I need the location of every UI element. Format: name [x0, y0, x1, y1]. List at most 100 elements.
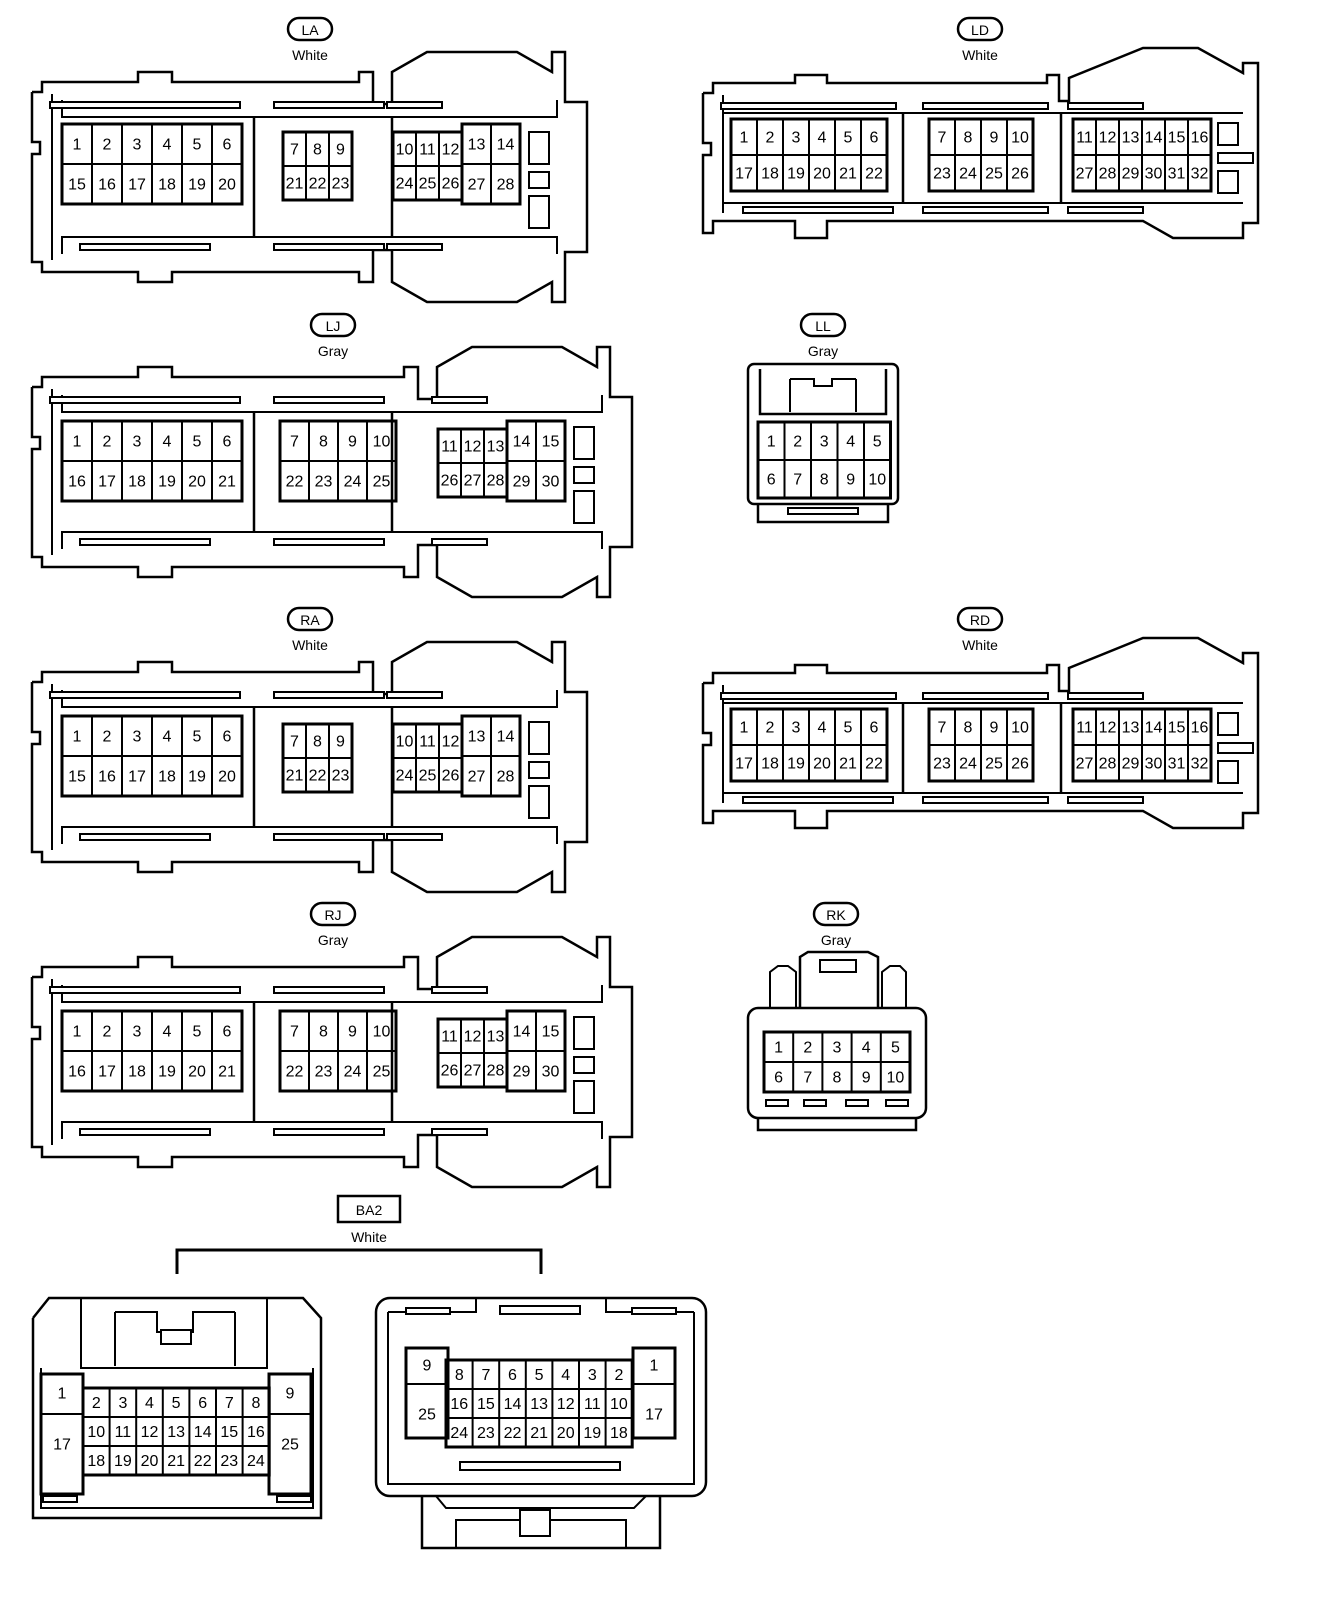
top-rail: [273, 396, 385, 404]
pin-label: 3: [133, 1024, 142, 1041]
pin-label: 13: [1122, 130, 1140, 147]
pin-label: 29: [513, 474, 531, 491]
pin-label: 24: [396, 768, 414, 785]
pin-label: 8: [313, 142, 322, 159]
pin-label: 4: [846, 434, 855, 451]
pin-label: 14: [497, 729, 515, 746]
pin-label: 4: [163, 434, 172, 451]
latch-slot: [573, 1056, 595, 1074]
bottom-rail: [276, 1495, 312, 1503]
top-rail: [1067, 692, 1144, 700]
pin-label: 6: [774, 1070, 783, 1087]
connector-id-badge: [799, 312, 847, 338]
pin-label: 12: [557, 1396, 575, 1413]
latch-slot: [1217, 712, 1239, 736]
pin-label: 6: [223, 137, 232, 154]
pin-label: 9: [348, 434, 357, 451]
pin-label: 5: [535, 1367, 544, 1384]
pin-label: 25: [419, 768, 437, 785]
pin-label: 20: [188, 1064, 206, 1081]
pin-label: 19: [787, 756, 805, 773]
pin-label: 10: [610, 1396, 628, 1413]
pin-label: 10: [868, 472, 886, 489]
pin-label: 2: [103, 1024, 112, 1041]
pin-label: 12: [442, 734, 460, 751]
latch-slot: [528, 721, 550, 755]
pin-block-frame: [81, 1386, 271, 1477]
latch-slot: [528, 171, 550, 189]
top-rail: [631, 1307, 677, 1315]
ba2-bracket: [175, 1248, 543, 1274]
bottom-rail: [742, 796, 894, 804]
pin-label: 17: [53, 1437, 71, 1454]
pin-label: 9: [423, 1358, 432, 1375]
pin-label: 17: [735, 166, 753, 183]
connector-color: Gray: [808, 343, 838, 359]
pin-label: 6: [767, 472, 776, 489]
pin-label: 14: [194, 1424, 212, 1441]
housing-outline: [881, 965, 907, 1008]
latch-slot: [528, 195, 550, 229]
pin-label: 8: [820, 472, 829, 489]
latch-slot: [1217, 742, 1254, 754]
pin-label: 5: [172, 1395, 181, 1412]
pin-label: 11: [441, 439, 458, 456]
housing-outline: [61, 531, 603, 549]
top-rail: [922, 102, 1049, 110]
pin-label: 9: [846, 472, 855, 489]
pin-label: 17: [128, 769, 146, 786]
pin-label: 18: [87, 1453, 105, 1470]
pin-label: 10: [396, 734, 414, 751]
pin-label: 19: [188, 769, 206, 786]
pin-label: 32: [1191, 166, 1209, 183]
pin-label: 26: [442, 768, 460, 785]
pin-label: 8: [313, 734, 322, 751]
pin-label: 4: [163, 137, 172, 154]
housing-outline: [790, 378, 856, 387]
pin-label: 18: [610, 1425, 628, 1442]
pin-label: 4: [818, 130, 827, 147]
pin-label: 26: [441, 473, 459, 490]
pin-label: 24: [344, 1064, 362, 1081]
pin-label: 6: [223, 1024, 232, 1041]
bottom-rail: [885, 1099, 909, 1107]
pin-label: 30: [1145, 166, 1163, 183]
pin-label: 16: [1191, 720, 1209, 737]
pin-label: 7: [938, 130, 947, 147]
housing-outline: [61, 236, 558, 254]
pin-label: 19: [188, 177, 206, 194]
housing-outline: [374, 1296, 708, 1498]
pin-label: 12: [442, 142, 460, 159]
pin-label: 29: [1122, 756, 1140, 773]
pin-label: 29: [1122, 166, 1140, 183]
pin-label: 4: [145, 1395, 154, 1412]
pin-label: 3: [133, 137, 142, 154]
connector-id: LD: [971, 22, 989, 38]
pin-label: 9: [862, 1070, 871, 1087]
housing-outline: [435, 1495, 647, 1509]
housing-outline: [80, 1298, 268, 1369]
pin-label: 21: [218, 474, 236, 491]
latch-slot: [528, 785, 550, 819]
pin-label: 5: [844, 720, 853, 737]
pin-label: 1: [58, 1386, 67, 1403]
top-rail: [273, 691, 385, 699]
pin-label: 2: [103, 434, 112, 451]
bottom-rail: [431, 538, 488, 546]
pin-label: 22: [865, 756, 883, 773]
pin-label: 5: [193, 1024, 202, 1041]
pin-label: 6: [870, 720, 879, 737]
pin-label: 27: [464, 473, 482, 490]
pin-label: 24: [396, 176, 414, 193]
bottom-rail: [845, 1099, 869, 1107]
